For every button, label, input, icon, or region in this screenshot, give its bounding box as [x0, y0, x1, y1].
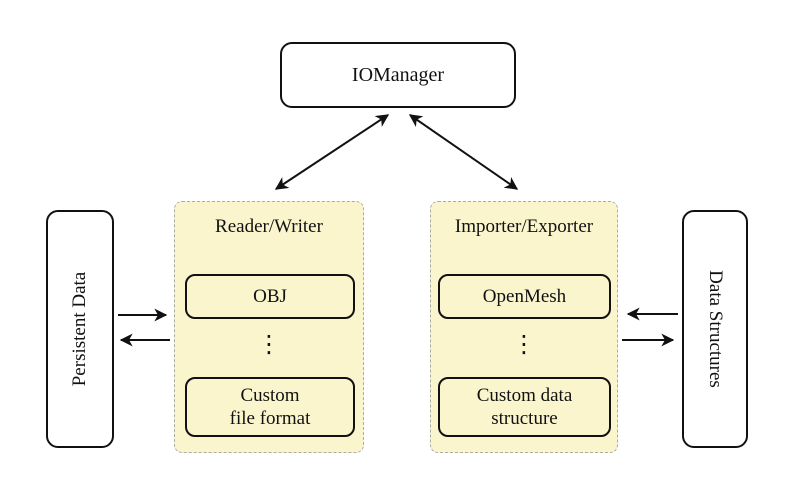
reader-writer-group: Reader/Writer OBJ ⋮ Custom file format: [174, 201, 364, 453]
arrow-iomanager-readerwriter: [274, 114, 390, 190]
io-manager-node: IOManager: [280, 42, 516, 108]
persistent-data-label: Persistent Data: [69, 271, 90, 387]
importer-exporter-group: Importer/Exporter OpenMesh ⋮ Custom data…: [430, 201, 618, 453]
importer-exporter-ellipsis: ⋮: [512, 330, 536, 358]
reader-writer-ellipsis: ⋮: [257, 330, 281, 358]
persistent-data-node: Persistent Data: [46, 210, 114, 448]
openmesh-node: OpenMesh: [438, 274, 611, 319]
reader-writer-title: Reader/Writer: [215, 216, 323, 237]
openmesh-label: OpenMesh: [482, 285, 567, 307]
io-manager-label: IOManager: [351, 63, 445, 86]
custom-data-structure-node: Custom data structure: [438, 377, 611, 437]
custom-file-format-node: Custom file format: [185, 377, 355, 437]
data-structures-node: Data Structures: [682, 210, 748, 448]
obj-node: OBJ: [185, 274, 355, 319]
importer-exporter-title: Importer/Exporter: [454, 216, 594, 237]
obj-label: OBJ: [253, 285, 287, 307]
data-structures-label: Data Structures: [705, 270, 726, 388]
arrow-iomanager-importerexporter: [408, 114, 519, 190]
custom-data-structure-label: Custom data structure: [476, 384, 573, 429]
custom-file-format-label: Custom file format: [229, 384, 311, 429]
